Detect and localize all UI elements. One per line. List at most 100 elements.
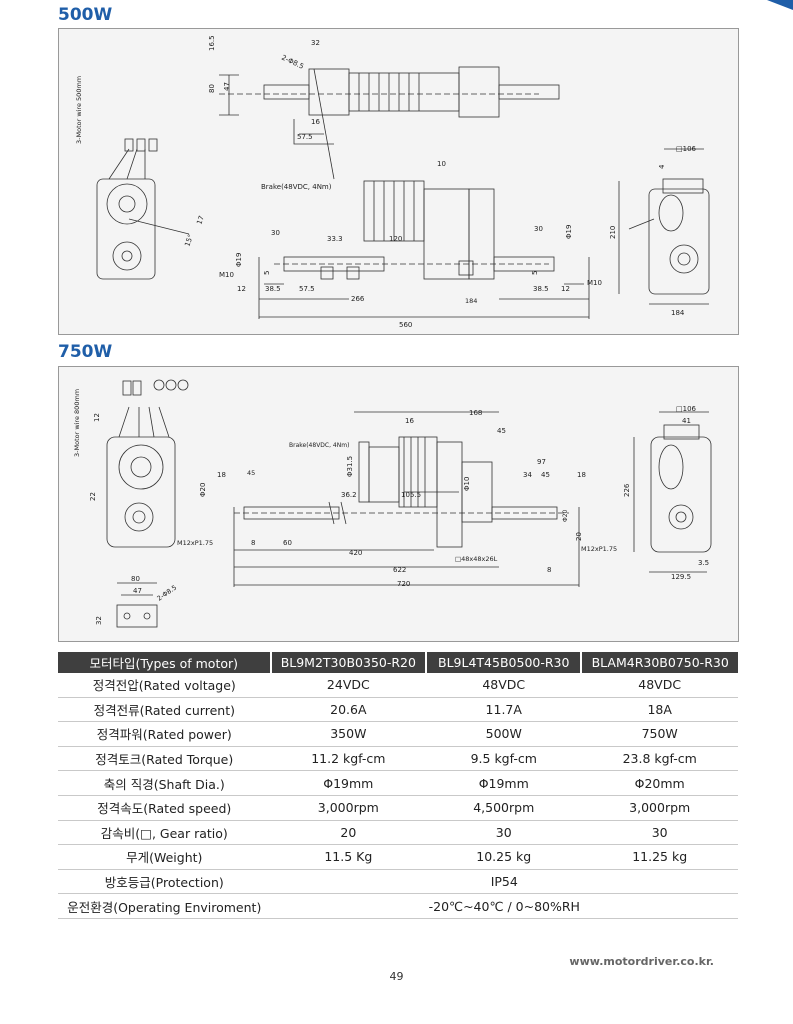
cell-value: 48VDC (426, 673, 582, 698)
dim-750-phi10: Φ10 (463, 477, 471, 491)
table-row: 정격전압(Rated voltage) 24VDC 48VDC 48VDC (58, 673, 738, 698)
footer-url: www.motordriver.co.kr. (569, 955, 714, 968)
row-label: 정격토크(Rated Torque) (58, 746, 271, 772)
cell-value: Φ20mm (581, 770, 738, 796)
cell-value: 30 (581, 820, 738, 846)
cell-value: 24VDC (270, 673, 427, 698)
cell-value: 11.5 Kg (270, 844, 427, 870)
wire-750-label: 3-Motor wire 800mm (73, 389, 81, 457)
dim-750-622: 622 (393, 566, 406, 574)
drawing-750w: 3-Motor wire 800mm 12 22 16 168 45 Brake… (58, 366, 739, 642)
dim-750-phi20a: Φ20 (199, 483, 207, 497)
dim-750-45a: 45 (497, 427, 506, 435)
spec-header-row: 모터타입(Types of motor) BL9M2T30B0350-R20 B… (58, 652, 738, 673)
dim-500-120: 120 (389, 235, 402, 243)
dim-750-41: 41 (682, 417, 691, 425)
cell-value: 500W (426, 721, 582, 747)
cell-value: 18A (581, 697, 738, 723)
dim-500-16: 16 (311, 118, 320, 126)
dim-750-45b: 45 (247, 469, 255, 477)
dim-500-47: 47 (223, 82, 231, 91)
dim-500-m10b: M10 (587, 279, 602, 287)
table-row: 무게(Weight) 11.5 Kg 10.25 kg 11.25 kg (58, 844, 738, 870)
dim-500-15deg: 15° (183, 233, 195, 247)
dim-750-168: 168 (469, 409, 482, 417)
cell-value: 23.8 kgf-cm (581, 746, 738, 772)
header-model-2: BL9L4T45B0500-R30 (426, 652, 583, 673)
dim-750-226: 226 (623, 483, 631, 497)
row-label: 정격속도(Rated speed) (58, 795, 271, 821)
dim-500-phi19b: Φ19 (565, 225, 573, 239)
cell-value: 11.25 kg (581, 844, 738, 870)
dim-750-2phi: 2-Φ8.5 (156, 584, 179, 603)
dim-750-36-2: 36.2 (341, 491, 357, 499)
dim-750-18a: 18 (217, 471, 226, 479)
drawing-500w-svg: 16.5 32 2-Φ8.5 80 47 16 57.5 3-Motor wir… (75, 35, 710, 329)
dim-500-210: 210 (609, 226, 617, 239)
dim-750-8b: 8 (547, 566, 551, 574)
cell-value-merged: -20℃~40℃ / 0~80%RH (270, 893, 738, 919)
dim-750-420: 420 (349, 549, 362, 557)
dim-500-33-3: 33.3 (327, 235, 343, 243)
table-row: 정격토크(Rated Torque) 11.2 kgf-cm 9.5 kgf-c… (58, 746, 738, 772)
dim-500-4: 4 (658, 164, 666, 169)
dim-500-266: 266 (351, 295, 365, 303)
row-label: 축의 직경(Shaft Dia.) (58, 770, 271, 796)
dim-750-97: 97 (537, 458, 546, 466)
cell-value: Φ19mm (426, 770, 582, 796)
table-row: 운전환경(Operating Enviroment) -20℃~40℃ / 0~… (58, 893, 738, 919)
cell-value: Φ19mm (270, 770, 427, 796)
cell-value: 350W (270, 721, 427, 747)
cell-value: 3,000rpm (581, 795, 738, 821)
drawing-500w: 16.5 32 2-Φ8.5 80 47 16 57.5 3-Motor wir… (58, 28, 739, 335)
row-label: 방호등급(Protection) (58, 869, 271, 895)
dim-500-184a: 184 (465, 297, 477, 305)
wire-500-label: 3-Motor wire 500mm (75, 76, 83, 144)
row-label: 정격전압(Rated voltage) (58, 673, 271, 698)
dim-750-16: 16 (405, 417, 414, 425)
cell-value-merged: IP54 (270, 869, 738, 895)
dim-500-10: 10 (437, 160, 446, 168)
cell-value: 9.5 kgf-cm (426, 746, 582, 772)
cell-value: 48VDC (581, 673, 738, 698)
dim-750-m12a: M12xP1.75 (177, 539, 213, 547)
cell-value: 20.6A (270, 697, 427, 723)
row-label: 무게(Weight) (58, 844, 271, 870)
dim-500-16-5: 16.5 (208, 35, 216, 51)
dim-500-80: 80 (208, 84, 216, 93)
row-label: 정격파워(Rated power) (58, 721, 271, 747)
table-row: 정격파워(Rated power) 350W 500W 750W (58, 721, 738, 747)
dim-500-5b: 5 (531, 271, 539, 275)
dim-750-60: 60 (283, 539, 292, 547)
dim-500-30b: 30 (534, 225, 543, 233)
cell-value: 3,000rpm (270, 795, 427, 821)
dim-500-184b: 184 (671, 309, 685, 317)
dim-750-47: 47 (133, 587, 142, 595)
table-row: 축의 직경(Shaft Dia.) Φ19mm Φ19mm Φ20mm (58, 770, 738, 796)
page-number: 49 (389, 970, 404, 983)
dim-500-12a: 12 (237, 285, 246, 293)
dim-750-20: 20 (575, 532, 583, 541)
table-row: 방호등급(Protection) IP54 (58, 869, 738, 895)
dim-500-12b: 12 (561, 285, 570, 293)
cell-value: 4,500rpm (426, 795, 582, 821)
dim-750-32: 32 (95, 616, 103, 625)
dim-500-phi19a: Φ19 (235, 253, 243, 267)
header-model-3: BLAM4R30B0750-R30 (581, 652, 738, 673)
dim-750-129-5: 129.5 (671, 573, 691, 581)
dim-500-box106: □106 (676, 145, 697, 153)
row-label: 감속비(□, Gear ratio) (58, 820, 271, 846)
dim-750-720: 720 (397, 580, 410, 588)
dim-750-80: 80 (131, 575, 140, 583)
cell-value: 750W (581, 721, 738, 747)
dim-750-m12b: M12xP1.75 (581, 545, 617, 553)
cell-value: 30 (426, 820, 582, 846)
table-row: 정격속도(Rated speed) 3,000rpm 4,500rpm 3,00… (58, 795, 738, 821)
header-model-1: BL9M2T30B0350-R20 (270, 652, 428, 673)
dim-500-38-5a: 38.5 (265, 285, 281, 293)
row-label: 정격전류(Rated current) (58, 697, 271, 723)
cell-value: 20 (270, 820, 427, 846)
brake-500-label: Brake(48VDC, 4Nm) (261, 183, 332, 191)
header-type: 모터타입(Types of motor) (58, 652, 272, 673)
table-row: 감속비(□, Gear ratio) 20 30 30 (58, 820, 738, 846)
